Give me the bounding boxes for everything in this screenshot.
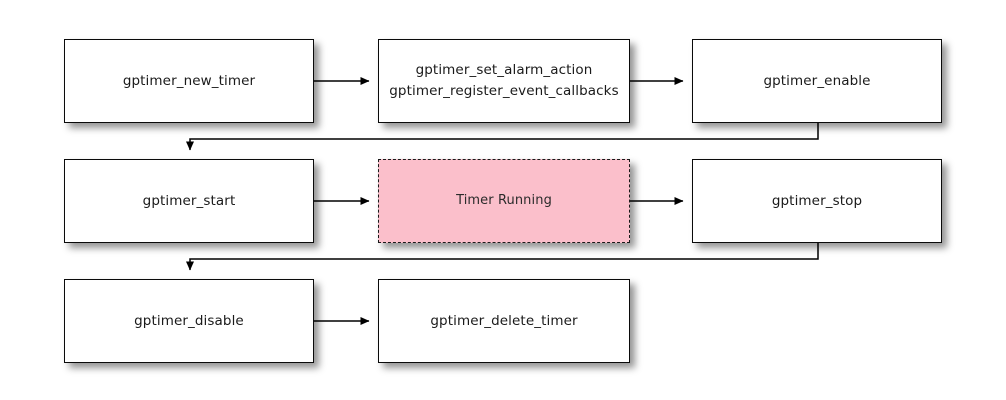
node-gptimer-stop[interactable]: gptimer_stop — [692, 159, 942, 243]
node-label-line-1: gptimer_set_alarm_action — [415, 62, 593, 79]
node-label: gptimer_delete_timer — [430, 312, 578, 329]
node-gptimer-disable[interactable]: gptimer_disable — [64, 279, 314, 363]
node-label: Timer Running — [456, 192, 552, 208]
node-label: gptimer_start — [142, 192, 236, 209]
node-label: gptimer_stop — [771, 192, 863, 209]
node-gptimer-new-timer[interactable]: gptimer_new_timer — [64, 39, 314, 123]
node-gptimer-config[interactable]: gptimer_set_alarm_action gptimer_registe… — [378, 39, 630, 123]
node-gptimer-delete-timer[interactable]: gptimer_delete_timer — [378, 279, 630, 363]
edge-enable-to-start — [186, 123, 819, 151]
edge-stop-to-disable — [186, 243, 819, 271]
node-label: gptimer_enable — [763, 72, 871, 89]
node-label-line-2: gptimer_register_event_callbacks — [389, 83, 619, 99]
node-gptimer-enable[interactable]: gptimer_enable — [692, 39, 942, 123]
node-label: gptimer_disable — [134, 312, 244, 329]
node-timer-running[interactable]: Timer Running — [378, 159, 630, 243]
node-gptimer-start[interactable]: gptimer_start — [64, 159, 314, 243]
node-label: gptimer_new_timer — [122, 72, 256, 89]
